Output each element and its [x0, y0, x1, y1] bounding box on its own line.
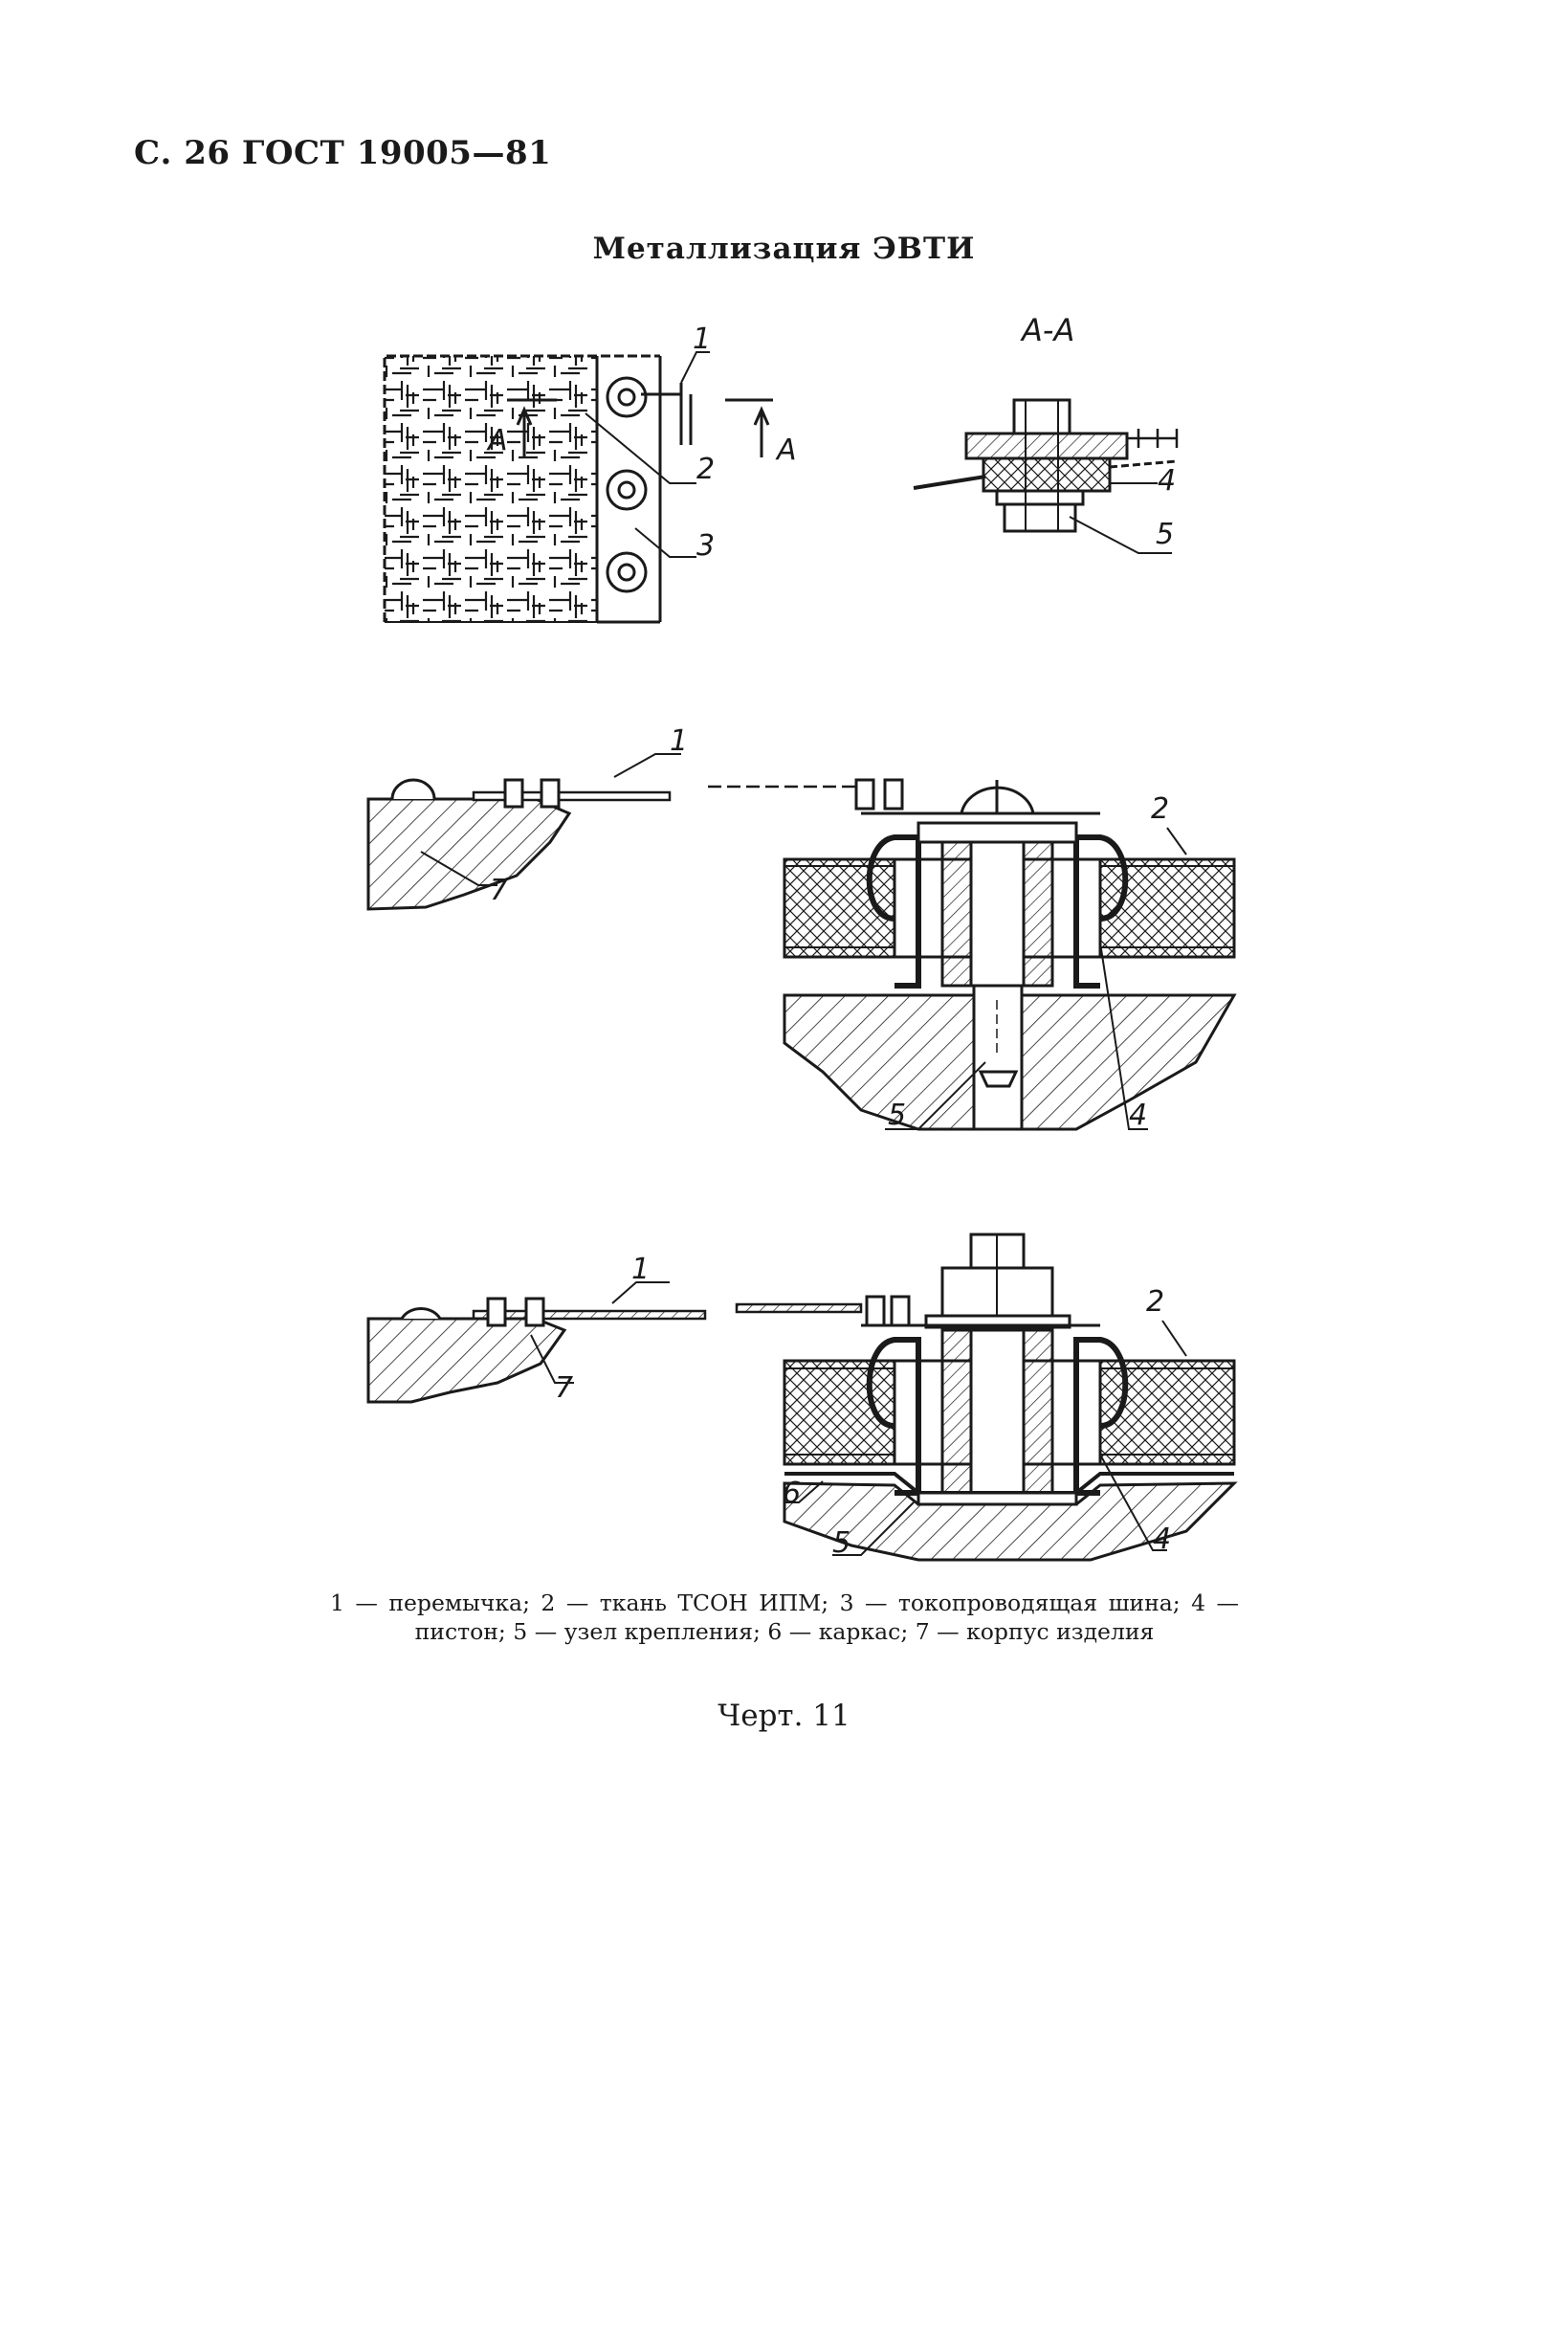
view-middle: 1 7 2 5 4: [366, 724, 1237, 1132]
figure-caption: Черт. 11: [718, 1699, 850, 1733]
section-label: А-А: [1020, 312, 1074, 348]
view-top: А А 1 2 3: [383, 322, 797, 624]
callout-1: 1: [631, 1253, 650, 1286]
view-section-aa: А-А 4 5: [913, 312, 1179, 554]
callout-4: 4: [1158, 464, 1176, 498]
callout-2: 2: [1151, 792, 1169, 826]
callout-3: 3: [696, 529, 715, 563]
figure-legend: 1 — перемычка; 2 — ткань ТСОН ИПМ; 3 — т…: [330, 1589, 1239, 1645]
arrow-label-right: А: [775, 433, 797, 467]
arrow-label-left: А: [486, 424, 508, 457]
callout-7: 7: [555, 1371, 573, 1405]
figure-title: Металлизация ЭВТИ: [592, 232, 976, 266]
callout-5: 5: [1156, 518, 1174, 551]
callout-4: 4: [1153, 1523, 1171, 1556]
callout-1: 1: [670, 724, 688, 758]
callout-5: 5: [888, 1099, 906, 1132]
callout-7: 7: [490, 874, 508, 907]
bus-bar-fasteners: [606, 376, 648, 593]
callout-2: 2: [1146, 1285, 1164, 1319]
callout-6: 6: [783, 1477, 801, 1510]
view-bottom: 1 7 2 6 5 4: [366, 1233, 1238, 1562]
callout-5: 5: [832, 1526, 850, 1560]
callout-1: 1: [693, 322, 711, 356]
callout-4: 4: [1129, 1099, 1147, 1132]
callout-2: 2: [696, 453, 715, 486]
fabric-panel: [385, 356, 597, 622]
page-header: С. 26 ГОСТ 19005—81: [134, 134, 552, 172]
